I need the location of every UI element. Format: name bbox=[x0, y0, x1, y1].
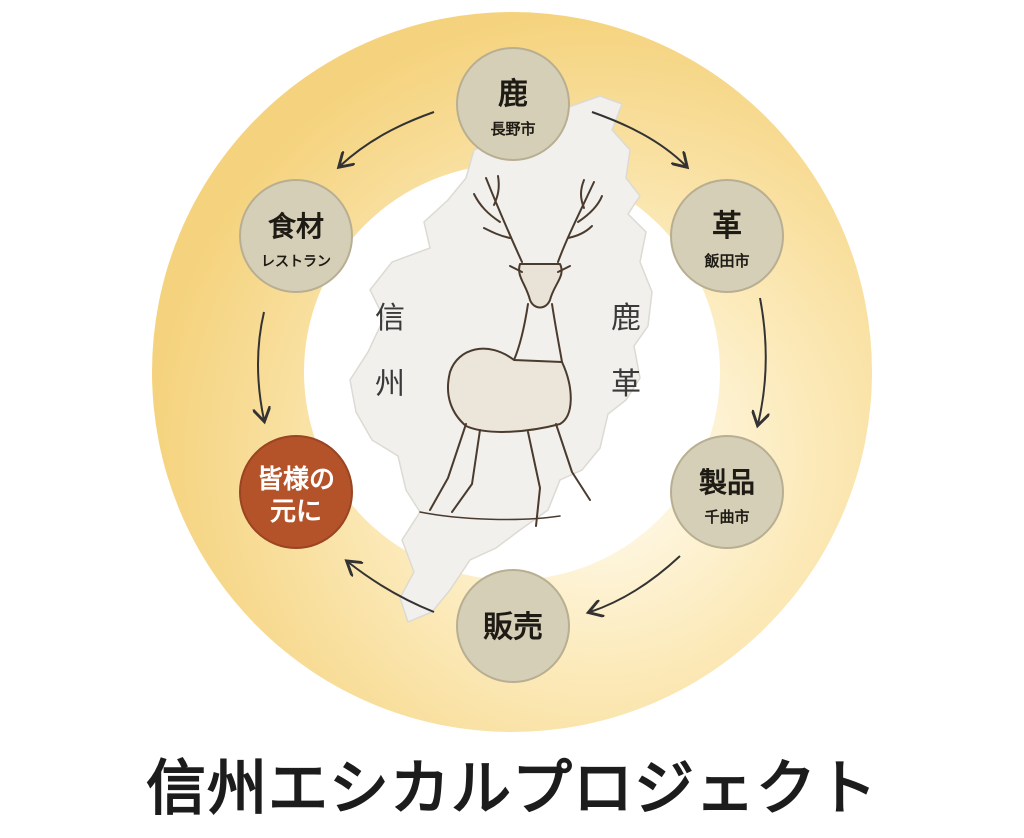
node-customer: 皆様の 元に bbox=[239, 435, 353, 549]
node-deer-title: 鹿 bbox=[498, 77, 528, 112]
cycle-arrows bbox=[258, 111, 766, 613]
arrow-deer-to-leather bbox=[591, 111, 686, 166]
arrow-sales-to-customer bbox=[348, 562, 435, 613]
left-vertical-char-2: 州 bbox=[375, 367, 405, 402]
node-leather-sub: 飯田市 bbox=[703, 252, 749, 270]
arrow-leather-to-product bbox=[758, 297, 766, 424]
arrow-product-to-sales bbox=[590, 555, 681, 612]
arrow-food-to-customer bbox=[258, 311, 264, 420]
node-food: 食材 レストラン bbox=[239, 179, 353, 293]
node-product-sub: 千曲市 bbox=[704, 508, 749, 526]
node-customer-line2: 元に bbox=[270, 497, 322, 527]
project-title: 信州エシカルプロジェクト bbox=[146, 754, 878, 824]
node-sales: 販売 bbox=[456, 569, 570, 683]
node-sales-title: 販売 bbox=[483, 610, 543, 645]
node-product-title: 製品 bbox=[699, 466, 755, 499]
node-leather: 革 飯田市 bbox=[670, 179, 784, 293]
right-vertical-char-1: 鹿 bbox=[611, 301, 641, 336]
node-customer-line1: 皆様の bbox=[257, 464, 335, 495]
arrow-deer-to-food bbox=[340, 111, 435, 166]
node-deer-sub: 長野市 bbox=[490, 120, 535, 138]
right-vertical-char-2: 革 bbox=[611, 367, 641, 402]
left-vertical-char-1: 信 bbox=[375, 301, 405, 336]
deer-illustration bbox=[419, 175, 603, 527]
node-deer: 鹿 長野市 bbox=[456, 47, 570, 161]
node-food-sub: レストラン bbox=[261, 254, 331, 270]
node-leather-title: 革 bbox=[712, 209, 742, 244]
node-product: 製品 千曲市 bbox=[670, 435, 784, 549]
node-food-title: 食材 bbox=[268, 210, 324, 243]
